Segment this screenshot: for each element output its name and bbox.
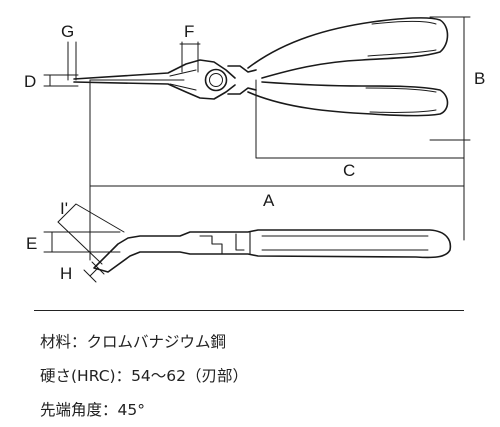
section-divider bbox=[34, 310, 464, 311]
dimension-label-c: C bbox=[343, 161, 355, 180]
pliers-top-view bbox=[73, 17, 449, 117]
dimension-label-f: F bbox=[184, 22, 194, 41]
pliers-dimension-diagram: G F D B C A I' E H bbox=[24, 16, 485, 283]
dimension-label-d: D bbox=[24, 72, 36, 91]
dimension-label-g: G bbox=[61, 22, 74, 41]
pivot-bolt-icon bbox=[204, 68, 228, 92]
dimension-label-h: H bbox=[60, 264, 72, 283]
dimension-label-i: I' bbox=[60, 199, 68, 218]
spec-hardness: 硬さ(HRC)：54〜62（刃部） bbox=[40, 367, 249, 385]
spec-tip-angle: 先端角度：45° bbox=[40, 401, 145, 419]
side-view-dimension-lines bbox=[43, 203, 125, 283]
spec-material: 材料：クロムバナジウム鋼 bbox=[40, 333, 227, 351]
pliers-side-view bbox=[93, 229, 452, 273]
dimension-label-b: B bbox=[474, 69, 485, 88]
dimension-label-a: A bbox=[263, 191, 275, 210]
top-view-dimension-lines bbox=[43, 16, 471, 261]
dimension-label-e: E bbox=[26, 234, 37, 253]
